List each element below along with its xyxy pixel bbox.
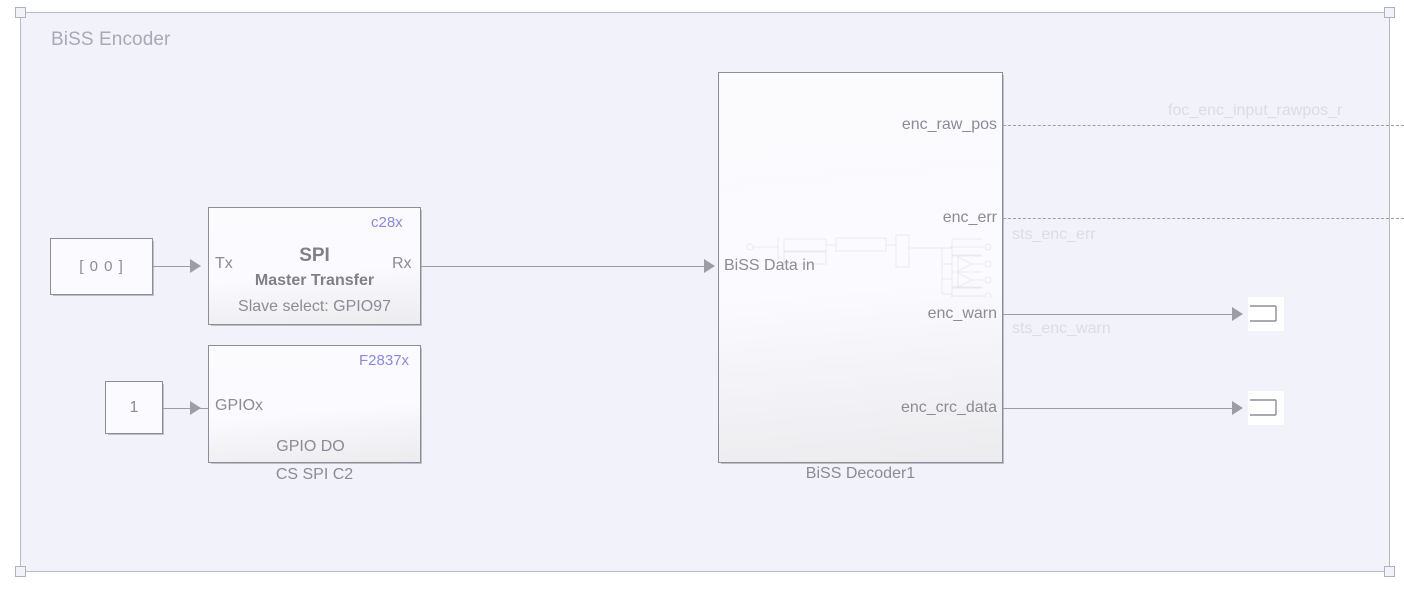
arrow-gpio-input [190,401,201,415]
resize-handle-top-left[interactable] [15,7,26,18]
wire-spi-to-decoder [421,266,706,267]
gpio-do-block[interactable] [208,345,421,463]
decoder-port-enc-crc-data: enc_crc_data [900,399,997,416]
resize-handle-bottom-right[interactable] [1384,566,1395,577]
terminator-enc-crc-data[interactable] [1248,391,1284,425]
arrow-terminator-enc-crc-data [1232,401,1243,415]
decoder-port-enc-warn: enc_warn [927,305,997,322]
spi-title: SPI [299,245,330,266]
decoder-thumbnail-outputs [950,243,992,298]
arrow-terminator-enc-warn [1232,307,1243,321]
wire-constant-to-spi [153,266,193,267]
resize-handle-bottom-left[interactable] [15,566,26,577]
decoder-block-label: BiSS Decoder1 [805,465,916,482]
spi-chip-label: c28x [371,214,403,231]
spi-port-rx: Rx [392,255,412,272]
signal-line-enc-crc-data[interactable] [1003,408,1235,409]
decoder-port-enc-err: enc_err [942,209,997,226]
signal-line-sts-enc-err[interactable] [1003,218,1404,219]
decoder-port-biss-data-in: BiSS Data in [724,257,815,274]
biss-decoder-block[interactable] [718,72,1003,463]
constant-one-block[interactable] [105,381,163,434]
signal-line-sts-enc-warn[interactable] [1003,314,1235,315]
signal-label-foc-enc-input-rawpos-r: foc_enc_input_rawpos_r [1168,102,1343,119]
arrow-decoder-data-in [704,259,715,273]
terminator-enc-warn[interactable] [1248,297,1284,331]
constant-vector-block[interactable] [50,238,153,295]
gpio-block-label: CS SPI C2 [275,466,354,483]
subsystem-title: BiSS Encoder [51,29,171,50]
gpio-chip-label: F2837x [359,352,410,369]
gpio-port-gpiox: GPIOx [215,397,264,414]
wire-one-to-gpio [163,408,208,409]
arrow-spi-tx-input [190,259,201,273]
signal-label-sts-enc-err: sts_enc_err [1012,226,1096,243]
spi-subtitle: Master Transfer [254,272,375,289]
signal-line-foc-enc-input-rawpos-r[interactable] [1003,125,1404,126]
gpio-footer-label: GPIO DO [276,438,345,455]
constant-vector-value: [ 0 0 ] [79,258,124,275]
signal-label-sts-enc-warn: sts_enc_warn [1012,320,1111,337]
resize-handle-top-right[interactable] [1384,7,1395,18]
spi-master-transfer-block[interactable] [208,207,421,325]
decoder-port-enc-raw-pos: enc_raw_pos [901,116,997,133]
constant-one-value: 1 [129,398,139,416]
spi-slave-select: Slave select: GPIO97 [238,298,391,315]
spi-port-tx: Tx [215,255,233,272]
